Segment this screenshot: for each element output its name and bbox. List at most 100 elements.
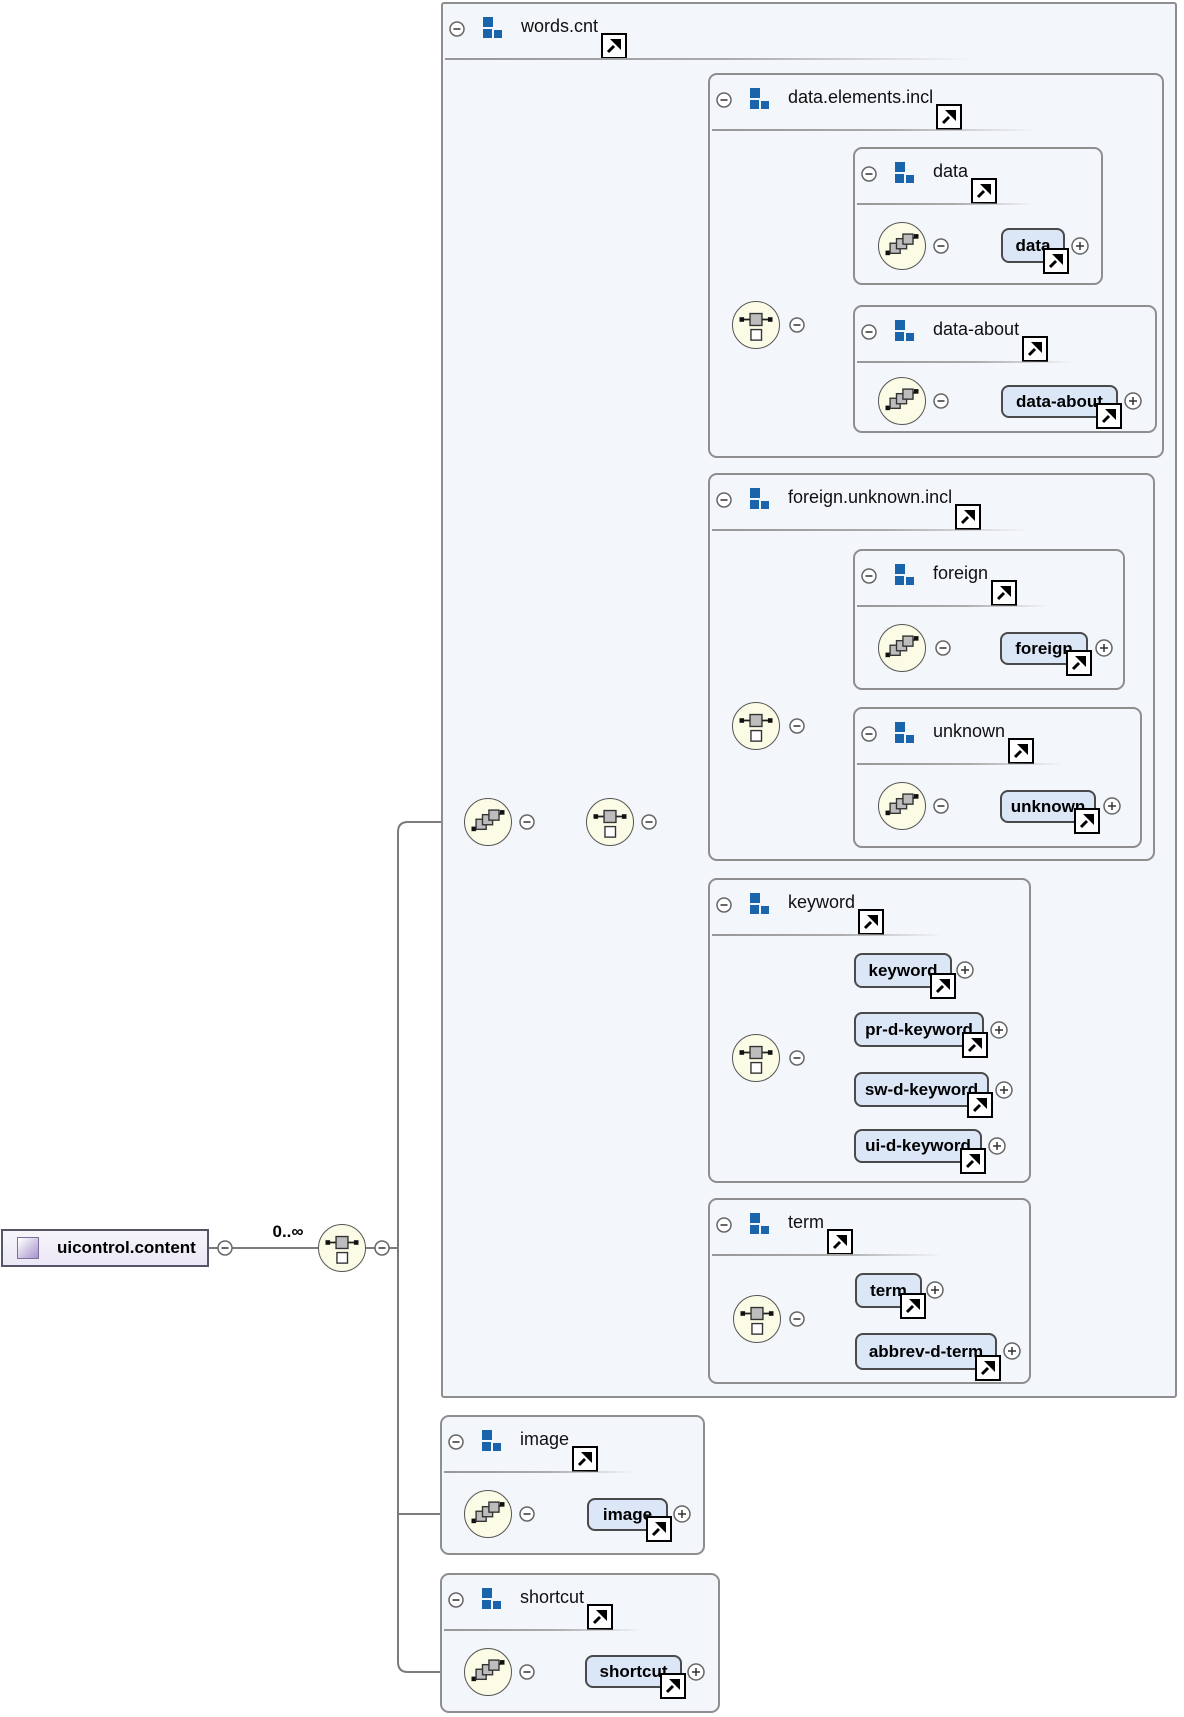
element-box-keyword[interactable]: keyword <box>854 953 952 988</box>
open-reference-icon[interactable] <box>1074 808 1100 834</box>
open-reference-icon[interactable] <box>936 104 962 130</box>
expand-toggle[interactable] <box>1124 392 1142 410</box>
element-box-data-about[interactable]: data-about <box>1001 385 1118 418</box>
element-box-ui-d-keyword[interactable]: ui-d-keyword <box>854 1129 982 1163</box>
collapse-button[interactable] <box>716 897 732 913</box>
open-reference-icon[interactable] <box>960 1148 986 1174</box>
group-header-data-elements-incl: data.elements.incl <box>716 84 962 130</box>
expand-toggle[interactable] <box>1095 639 1113 657</box>
root-element-label: uicontrol.content <box>57 1238 196 1257</box>
open-reference-icon[interactable] <box>660 1673 686 1699</box>
element-label: data-about <box>1016 391 1103 411</box>
sequence-compositor[interactable] <box>878 222 926 270</box>
collapse-button[interactable] <box>716 92 732 108</box>
element-box-sw-d-keyword[interactable]: sw-d-keyword <box>854 1072 989 1107</box>
collapse-toggle[interactable] <box>933 798 949 814</box>
choice-compositor[interactable] <box>732 702 780 750</box>
element-box-pr-d-keyword[interactable]: pr-d-keyword <box>854 1012 984 1047</box>
collapse-toggle[interactable] <box>519 1664 535 1680</box>
collapse-toggle[interactable] <box>789 1050 805 1066</box>
element-box-foreign[interactable]: foreign <box>1000 632 1088 665</box>
open-reference-icon[interactable] <box>962 1032 988 1058</box>
element-box-data[interactable]: data <box>1001 228 1065 263</box>
collapse-button[interactable] <box>861 166 877 182</box>
expand-toggle[interactable] <box>1071 237 1089 255</box>
open-reference-icon[interactable] <box>900 1293 926 1319</box>
choice-compositor[interactable] <box>733 1295 781 1343</box>
element-icon <box>17 1237 39 1259</box>
group-label: image <box>520 1429 570 1449</box>
choice-compositor[interactable] <box>586 798 634 846</box>
open-reference-icon[interactable] <box>967 1092 993 1118</box>
expand-toggle[interactable] <box>1103 797 1121 815</box>
header-separator <box>712 1254 942 1256</box>
collapse-button[interactable] <box>861 568 877 584</box>
open-reference-icon[interactable] <box>827 1229 853 1255</box>
open-reference-icon[interactable] <box>601 33 627 59</box>
group-label: keyword <box>788 892 856 912</box>
open-reference-icon[interactable] <box>1043 248 1069 274</box>
collapse-toggle[interactable] <box>641 814 657 830</box>
collapse-button[interactable] <box>449 21 465 37</box>
element-box-abbrev-d-term[interactable]: abbrev-d-term <box>855 1333 997 1370</box>
collapse-toggle[interactable] <box>933 238 949 254</box>
collapse-toggle[interactable] <box>519 1506 535 1522</box>
collapse-toggle[interactable] <box>789 1311 805 1327</box>
collapse-button[interactable] <box>716 1217 732 1233</box>
open-reference-icon[interactable] <box>1066 650 1092 676</box>
header-separator <box>857 203 1035 205</box>
collapse-toggle[interactable] <box>374 1240 390 1256</box>
choice-compositor[interactable] <box>318 1224 366 1272</box>
expand-toggle[interactable] <box>995 1081 1013 1099</box>
element-box-shortcut[interactable]: shortcut <box>585 1655 682 1688</box>
expand-toggle[interactable] <box>1003 1342 1021 1360</box>
element-box-image[interactable]: image <box>587 1498 668 1531</box>
root-element-box[interactable]: uicontrol.content <box>1 1229 209 1267</box>
open-reference-icon[interactable] <box>1008 738 1034 764</box>
collapse-button[interactable] <box>861 726 877 742</box>
expand-toggle[interactable] <box>926 1281 944 1299</box>
open-reference-icon[interactable] <box>587 1604 613 1630</box>
collapse-button[interactable] <box>448 1592 464 1608</box>
sequence-compositor[interactable] <box>464 1648 512 1696</box>
group-header-data-about: data-about <box>861 316 1048 362</box>
open-reference-icon[interactable] <box>955 504 981 530</box>
collapse-button[interactable] <box>861 324 877 340</box>
choice-compositor[interactable] <box>732 301 780 349</box>
open-reference-icon[interactable] <box>971 178 997 204</box>
collapse-toggle[interactable] <box>789 317 805 333</box>
sequence-compositor[interactable] <box>464 1490 512 1538</box>
collapse-toggle[interactable] <box>935 640 951 656</box>
header-separator <box>445 58 973 60</box>
expand-toggle[interactable] <box>673 1505 691 1523</box>
sequence-compositor[interactable] <box>878 782 926 830</box>
open-reference-icon[interactable] <box>1022 336 1048 362</box>
open-reference-icon[interactable] <box>572 1446 598 1472</box>
expand-toggle[interactable] <box>956 961 974 979</box>
model-group-icon <box>481 1588 503 1610</box>
open-reference-icon[interactable] <box>1096 403 1122 429</box>
sequence-compositor[interactable] <box>464 798 512 846</box>
cardinality-label: 0..∞ <box>272 1222 304 1241</box>
expand-toggle[interactable] <box>990 1021 1008 1039</box>
collapse-button[interactable] <box>448 1434 464 1450</box>
model-group-icon <box>482 17 504 39</box>
expand-toggle[interactable] <box>988 1137 1006 1155</box>
collapse-toggle[interactable] <box>789 718 805 734</box>
sequence-compositor[interactable] <box>878 377 926 425</box>
collapse-toggle[interactable] <box>217 1240 233 1256</box>
open-reference-icon[interactable] <box>991 580 1017 606</box>
expand-toggle[interactable] <box>687 1663 705 1681</box>
collapse-toggle[interactable] <box>933 393 949 409</box>
element-box-unknown[interactable]: unknown <box>1000 790 1096 823</box>
choice-compositor[interactable] <box>732 1034 780 1082</box>
group-label: foreign <box>933 563 989 583</box>
collapse-button[interactable] <box>716 492 732 508</box>
sequence-compositor[interactable] <box>878 624 926 672</box>
open-reference-icon[interactable] <box>858 909 884 935</box>
open-reference-icon[interactable] <box>975 1355 1001 1381</box>
open-reference-icon[interactable] <box>930 973 956 999</box>
open-reference-icon[interactable] <box>646 1516 672 1542</box>
collapse-toggle[interactable] <box>519 814 535 830</box>
element-box-term[interactable]: term <box>855 1273 922 1308</box>
